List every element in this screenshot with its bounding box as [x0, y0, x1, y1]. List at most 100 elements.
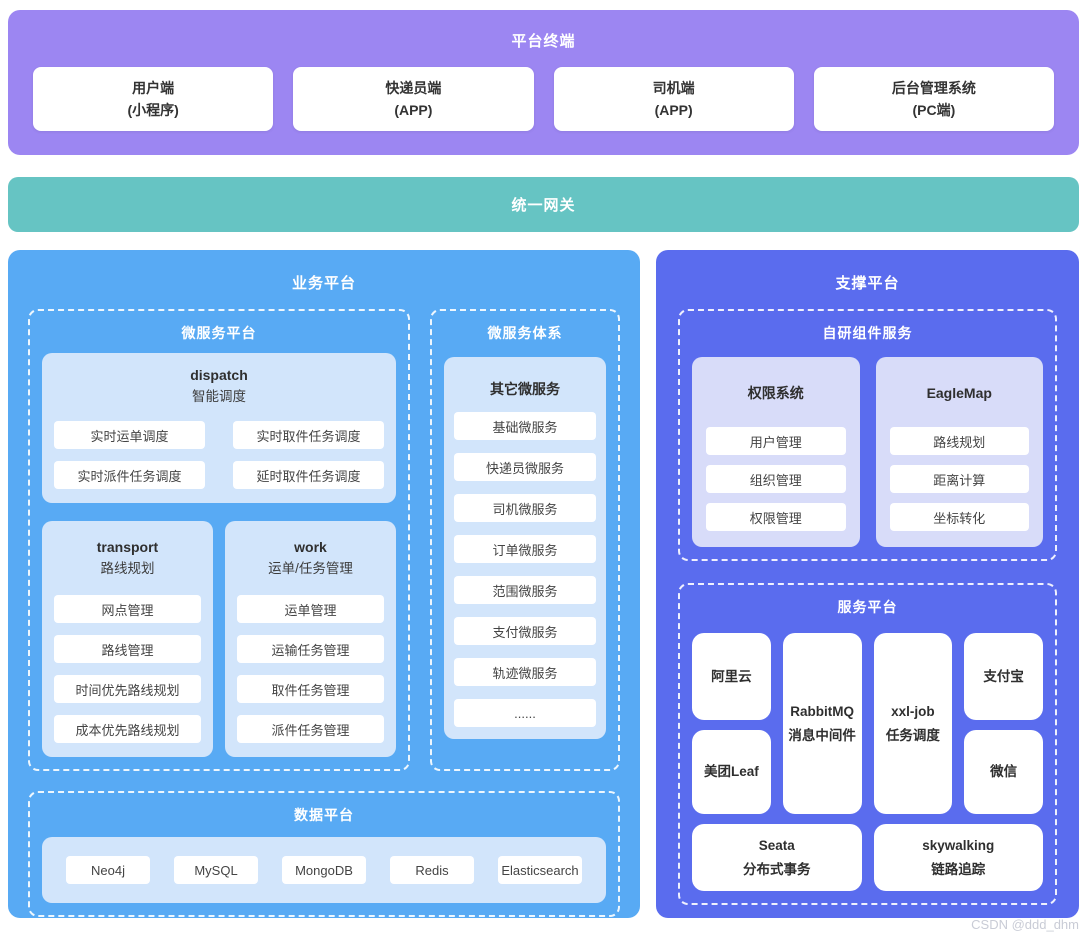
- dispatch-items: 实时运单调度 实时取件任务调度 实时派件任务调度 延时取件任务调度: [52, 421, 386, 489]
- transport-item: 路线管理: [54, 635, 201, 663]
- permission-system-card: 权限系统 用户管理 组织管理 权限管理: [692, 357, 860, 547]
- microservice-item: 基础微服务: [454, 412, 596, 440]
- terminal-box-driver-name: 司机端: [652, 80, 695, 96]
- transport-card: transport 路线规划 网点管理 路线管理 时间优先路线规划 成本优先路线…: [42, 521, 213, 757]
- gateway-banner-title: 统一网关: [511, 197, 576, 214]
- eaglemap-card: EagleMap 路线规划 距离计算 坐标转化: [875, 357, 1043, 547]
- service-box-seata: Seata 分布式事务: [692, 824, 862, 891]
- microservice-item: 支付微服务: [454, 617, 596, 645]
- service-box-rabbitmq: RabbitMQ 消息中间件: [782, 633, 862, 814]
- service-box-skywalking: skywalking 链路追踪: [873, 824, 1043, 891]
- dispatch-card-subtitle: 智能调度: [192, 389, 246, 404]
- data-platform-card: Neo4j MySQL MongoDB Redis Elasticsearch: [42, 837, 606, 903]
- terminal-box-driver: 司机端 (APP): [553, 67, 794, 131]
- self-components-section: 自研组件服务 权限系统 用户管理 组织管理 权限管理 EagleMap 路线规划…: [678, 309, 1057, 561]
- work-item: 运单管理: [237, 595, 384, 623]
- service-box-aliyun: 阿里云: [692, 633, 771, 720]
- self-components-cards: 权限系统 用户管理 组织管理 权限管理 EagleMap 路线规划 距离计算 坐…: [692, 357, 1043, 547]
- permission-item: 权限管理: [706, 503, 846, 531]
- service-box-wechat: 微信: [964, 730, 1043, 814]
- service-box-xxljob-name: xxl-job: [891, 703, 935, 719]
- service-box-rabbitmq-name: RabbitMQ: [790, 703, 854, 719]
- terminal-banner: 平台终端 用户端 (小程序) 快递员端 (APP) 司机端 (APP) 后台管理…: [8, 10, 1079, 155]
- service-box-skywalking-name: skywalking: [922, 837, 995, 853]
- permission-system-name: 权限系统: [747, 385, 804, 401]
- terminal-box-driver-type: (APP): [654, 102, 693, 118]
- microservice-item: 快递员微服务: [454, 453, 596, 481]
- eaglemap-item: 距离计算: [889, 465, 1029, 493]
- other-microservices-card: 其它微服务 基础微服务 快递员微服务 司机微服务 订单微服务 范围微服务 支付微…: [444, 357, 606, 739]
- transport-item: 时间优先路线规划: [54, 675, 201, 703]
- eaglemap-item: 路线规划: [889, 427, 1029, 455]
- service-box-alipay: 支付宝: [964, 633, 1043, 720]
- dispatch-item: 延时取件任务调度: [233, 461, 384, 489]
- permission-item: 用户管理: [706, 427, 846, 455]
- work-item: 取件任务管理: [237, 675, 384, 703]
- service-box-xxljob: xxl-job 任务调度: [873, 633, 953, 814]
- transport-work-row: transport 路线规划 网点管理 路线管理 时间优先路线规划 成本优先路线…: [42, 521, 396, 757]
- microservice-item: 订单微服务: [454, 535, 596, 563]
- service-box-wechat-label: 微信: [990, 764, 1018, 779]
- terminal-box-courier-name: 快递员端: [385, 80, 442, 96]
- microservice-item: 轨迹微服务: [454, 658, 596, 686]
- terminal-boxes: 用户端 (小程序) 快递员端 (APP) 司机端 (APP) 后台管理系统 (P…: [8, 51, 1079, 131]
- database-chips: Neo4j MySQL MongoDB Redis Elasticsearch: [66, 856, 582, 884]
- dispatch-card: dispatch 智能调度 实时运单调度 实时取件任务调度 实时派件任务调度 延…: [42, 353, 396, 503]
- data-platform-section: 数据平台 Neo4j MySQL MongoDB Redis Elasticse…: [28, 791, 620, 917]
- gateway-banner: 统一网关: [8, 177, 1079, 232]
- self-components-title: 自研组件服务: [822, 325, 913, 341]
- service-box-aliyun-label: 阿里云: [711, 668, 752, 684]
- service-platform-title: 服务平台: [837, 599, 898, 615]
- terminal-box-admin-name: 后台管理系统: [891, 80, 976, 96]
- terminal-box-user-type: (小程序): [127, 102, 179, 118]
- service-platform-grid: 阿里云 RabbitMQ 消息中间件 xxl-job 任务调度 支付宝: [692, 633, 1043, 891]
- work-card-subtitle: 运单/任务管理: [268, 561, 353, 576]
- service-box-rabbitmq-desc: 消息中间件: [788, 727, 856, 743]
- microservice-item-more: ......: [454, 699, 596, 727]
- business-platform-panel: 业务平台 微服务平台 dispatch 智能调度 实时运单调度 实时取件任务调度…: [8, 250, 640, 918]
- work-card: work 运单/任务管理 运单管理 运输任务管理 取件任务管理 派件任务管理: [225, 521, 396, 757]
- work-item: 派件任务管理: [237, 715, 384, 743]
- microservice-item: 范围微服务: [454, 576, 596, 604]
- terminal-banner-title: 平台终端: [511, 33, 576, 50]
- database-chip-redis: Redis: [390, 856, 474, 884]
- transport-item: 网点管理: [54, 595, 201, 623]
- service-platform-section: 服务平台 阿里云 RabbitMQ 消息中间件 xxl-job 任务调度: [678, 583, 1057, 905]
- business-platform-title: 业务平台: [291, 275, 356, 292]
- transport-item: 成本优先路线规划: [54, 715, 201, 743]
- database-chip-neo4j: Neo4j: [66, 856, 150, 884]
- support-platform-title: 支撑平台: [835, 275, 900, 292]
- terminal-box-courier-type: (APP): [394, 102, 433, 118]
- support-platform-panel: 支撑平台 自研组件服务 权限系统 用户管理 组织管理 权限管理 EagleMap: [656, 250, 1079, 918]
- business-platform-body: 微服务平台 dispatch 智能调度 实时运单调度 实时取件任务调度 实时派件…: [8, 309, 640, 771]
- dispatch-item: 实时派件任务调度: [54, 461, 205, 489]
- database-chip-mongodb: MongoDB: [282, 856, 366, 884]
- dispatch-card-name: dispatch: [190, 367, 248, 383]
- support-platform-body: 自研组件服务 权限系统 用户管理 组织管理 权限管理 EagleMap 路线规划…: [656, 309, 1079, 905]
- service-box-xxljob-desc: 任务调度: [885, 727, 940, 743]
- micro-system-title: 微服务体系: [487, 325, 563, 341]
- micro-system-section: 微服务体系 其它微服务 基础微服务 快递员微服务 司机微服务 订单微服务 范围微…: [430, 309, 620, 771]
- database-chip-elasticsearch: Elasticsearch: [498, 856, 582, 884]
- data-platform-title: 数据平台: [294, 807, 354, 823]
- micro-platform-section: 微服务平台 dispatch 智能调度 实时运单调度 实时取件任务调度 实时派件…: [28, 309, 410, 771]
- work-card-name: work: [294, 539, 327, 555]
- eaglemap-name: EagleMap: [926, 385, 992, 401]
- terminal-box-admin: 后台管理系统 (PC端): [813, 67, 1054, 131]
- service-box-skywalking-desc: 链路追踪: [931, 861, 986, 877]
- transport-card-name: transport: [96, 539, 159, 555]
- service-box-meituan-leaf: 美团Leaf: [692, 730, 771, 814]
- terminal-box-user-name: 用户端: [132, 80, 175, 96]
- terminal-box-user: 用户端 (小程序): [33, 67, 274, 131]
- eaglemap-item: 坐标转化: [889, 503, 1029, 531]
- terminal-box-courier: 快递员端 (APP): [293, 67, 534, 131]
- terminal-box-admin-type: (PC端): [912, 102, 956, 118]
- dispatch-item: 实时取件任务调度: [233, 421, 384, 449]
- dispatch-item: 实时运单调度: [54, 421, 205, 449]
- database-chip-mysql: MySQL: [174, 856, 258, 884]
- permission-item: 组织管理: [706, 465, 846, 493]
- transport-card-subtitle: 路线规划: [100, 561, 155, 576]
- service-box-seata-name: Seata: [758, 837, 795, 853]
- service-box-meituan-leaf-label: 美团Leaf: [703, 764, 759, 779]
